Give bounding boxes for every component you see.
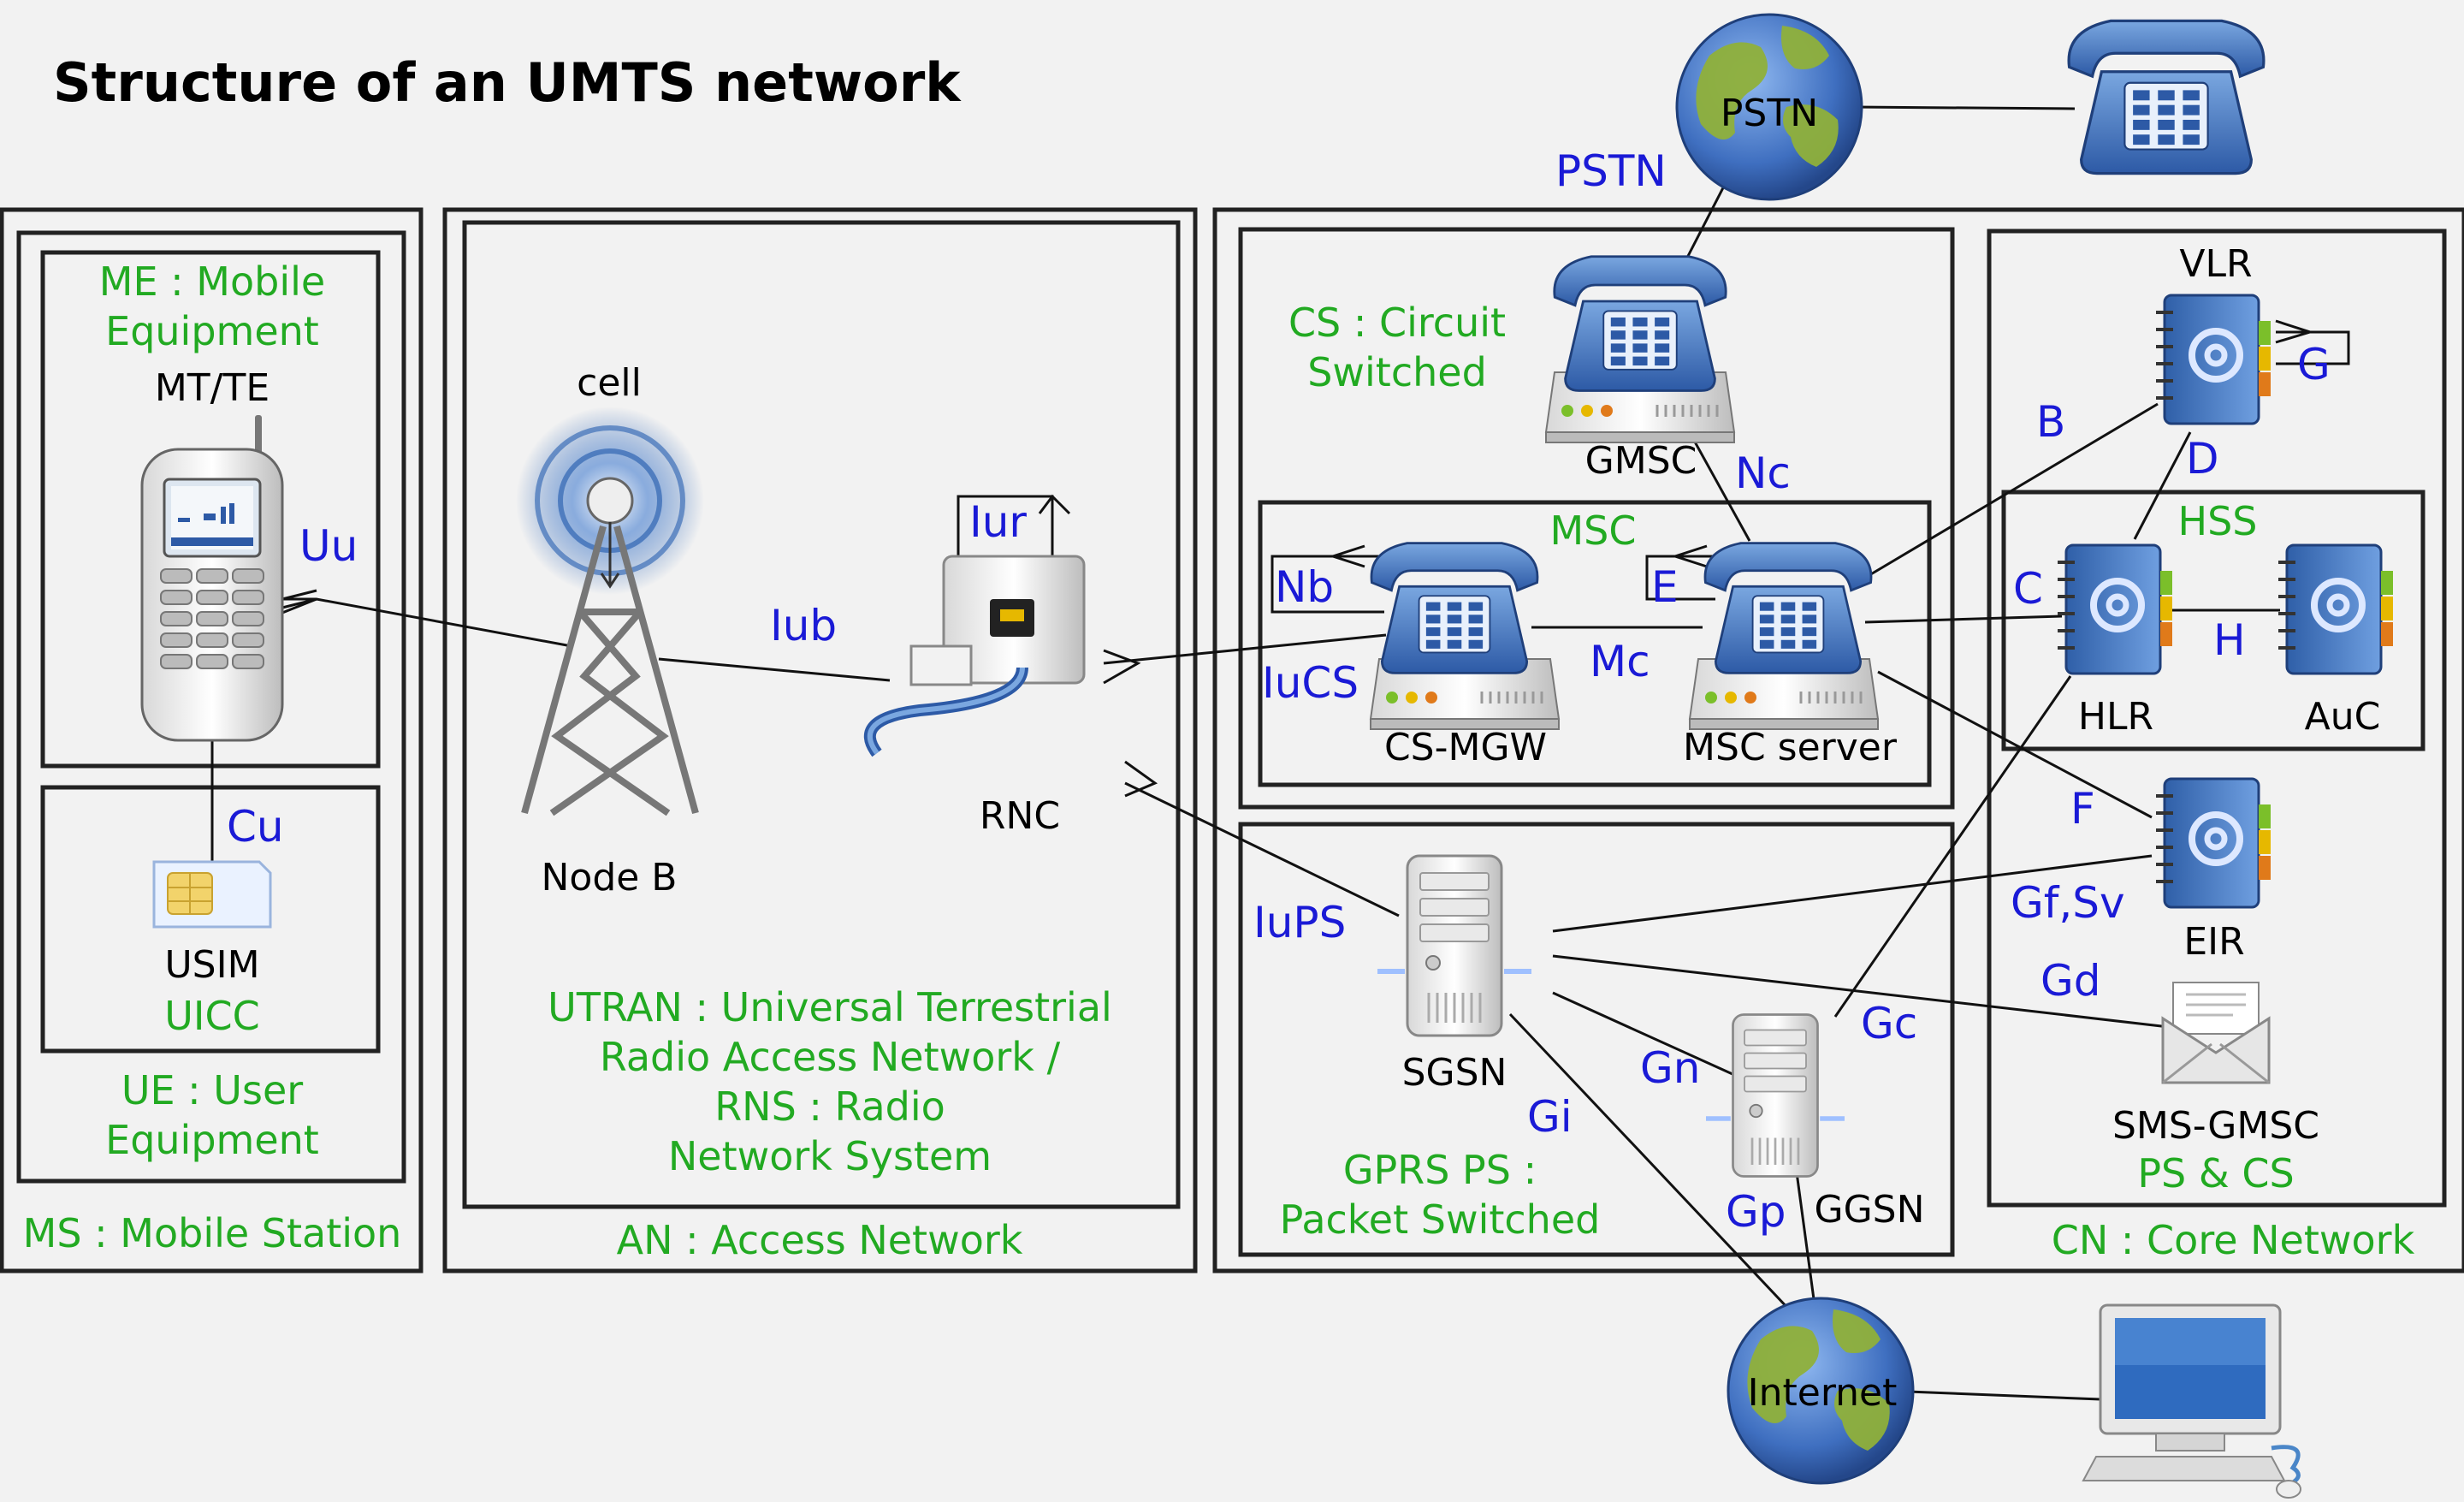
- gprs-label-line1: GPRS PS :: [1343, 1147, 1537, 1193]
- interface-mc: Mc: [1590, 637, 1650, 686]
- interface-gf-sv: Gf,Sv: [2011, 878, 2125, 928]
- interface-c: C: [2013, 564, 2043, 614]
- interface-d: D: [2186, 434, 2219, 484]
- gmsc-icon: [1544, 255, 1736, 444]
- address-book-icon: [2156, 779, 2271, 907]
- eir-label: EIR: [2183, 920, 2244, 964]
- interface-b: B: [2036, 397, 2065, 447]
- cs-box: [1238, 227, 1955, 810]
- diagram-title: Structure of an UMTS network: [53, 51, 962, 114]
- sgsn-label: SGSN: [1402, 1051, 1507, 1095]
- interface-gn: Gn: [1640, 1043, 1700, 1093]
- hlr-label: HLR: [2078, 695, 2153, 739]
- interface-f: F: [2070, 784, 2095, 834]
- interface-gc: Gc: [1861, 999, 1917, 1048]
- network-device-icon: [863, 555, 1086, 757]
- interface-g: G: [2297, 340, 2331, 389]
- gprs-label-line2: Packet Switched: [1280, 1196, 1601, 1243]
- radio-tower-icon: [516, 407, 704, 816]
- node-b-label: Node B: [541, 856, 677, 899]
- utran-label-line3: RNS : Radio: [714, 1083, 945, 1130]
- cs-mgw-label: CS-MGW: [1384, 726, 1547, 769]
- interface-gp: Gp: [1726, 1187, 1786, 1237]
- telephone-icon: [2067, 19, 2266, 175]
- interface-nc: Nc: [1735, 448, 1791, 498]
- msc-server-icon: [1688, 542, 1880, 731]
- uicc-box: [40, 785, 381, 1054]
- address-book-icon: [2278, 545, 2393, 674]
- internet-label: Internet: [1748, 1371, 1898, 1415]
- rnc-label: RNC: [980, 794, 1060, 838]
- hss-box: [2001, 490, 2426, 751]
- msc-server-label: MSC server: [1683, 726, 1898, 769]
- ue-label-line1: UE : User: [121, 1067, 303, 1113]
- computer-icon: [2082, 1303, 2301, 1499]
- ms-box: [0, 207, 424, 1273]
- gmsc-label: GMSC: [1585, 439, 1697, 483]
- interface-iups: IuPS: [1253, 898, 1346, 947]
- cell-label: cell: [577, 361, 642, 405]
- mail-icon: [2161, 982, 2271, 1084]
- utran-label-line2: Radio Access Network /: [600, 1034, 1061, 1080]
- interface-h: H: [2213, 615, 2246, 665]
- me-box: [40, 250, 381, 769]
- interface-iub: Iub: [770, 601, 837, 650]
- cs-label-line2: Switched: [1307, 349, 1487, 395]
- uicc-label: UICC: [164, 993, 259, 1039]
- pstn-node-label: PSTN: [1721, 92, 1818, 135]
- address-book-icon: [2156, 295, 2271, 424]
- interface-uu: Uu: [299, 521, 358, 571]
- msc-box-inner: [1258, 500, 1932, 787]
- address-book-icon: [2058, 545, 2172, 674]
- ue-label-line2: Equipment: [105, 1117, 319, 1163]
- interface-gd: Gd: [2040, 956, 2100, 1006]
- ue-box: [16, 230, 406, 1184]
- sim-card-icon: [152, 860, 272, 929]
- usim-label: USIM: [164, 943, 259, 987]
- ps-cs-box: [1987, 229, 2447, 1208]
- interface-nb: Nb: [1275, 562, 1334, 612]
- domain-boxes: [0, 207, 2464, 1273]
- interface-pstn: PSTN: [1555, 146, 1667, 196]
- interface-iur: Iur: [969, 497, 1027, 547]
- server-icon: [1706, 1015, 1845, 1177]
- me-label-line1: ME : Mobile: [99, 258, 325, 305]
- utran-label-line1: UTRAN : Universal Terrestrial: [548, 984, 1112, 1030]
- interface-iucs: IuCS: [1262, 658, 1359, 708]
- ms-label: MS : Mobile Station: [23, 1210, 402, 1256]
- mt-te-label: MT/TE: [155, 366, 270, 410]
- ps-cs-label: PS & CS: [2137, 1150, 2294, 1196]
- an-box: [442, 207, 1198, 1273]
- an-label: AN : Access Network: [617, 1217, 1023, 1263]
- ggsn-label: GGSN: [1814, 1188, 1924, 1232]
- mobile-phone-icon: [140, 415, 284, 742]
- hss-label: HSS: [2178, 498, 2258, 544]
- cn-box: [1212, 207, 2464, 1273]
- interface-cu: Cu: [227, 802, 284, 852]
- utran-box: [462, 220, 1181, 1209]
- auc-label: AuC: [2305, 695, 2381, 739]
- cn-label: CN : Core Network: [2052, 1217, 2415, 1263]
- gprs-box: [1238, 822, 1955, 1257]
- vlr-label: VLR: [2179, 242, 2252, 286]
- connection-lines: [210, 105, 2350, 1401]
- msc-label: MSC: [1549, 508, 1636, 554]
- interface-gi: Gi: [1527, 1092, 1573, 1142]
- server-icon: [1377, 856, 1531, 1036]
- cs-mgw-icon: [1369, 542, 1561, 731]
- sms-gmsc-label: SMS-GMSC: [2112, 1104, 2319, 1148]
- me-label-line2: Equipment: [105, 308, 319, 354]
- interface-e: E: [1651, 562, 1679, 612]
- cs-label-line1: CS : Circuit: [1288, 300, 1506, 346]
- utran-label-line4: Network System: [668, 1133, 992, 1179]
